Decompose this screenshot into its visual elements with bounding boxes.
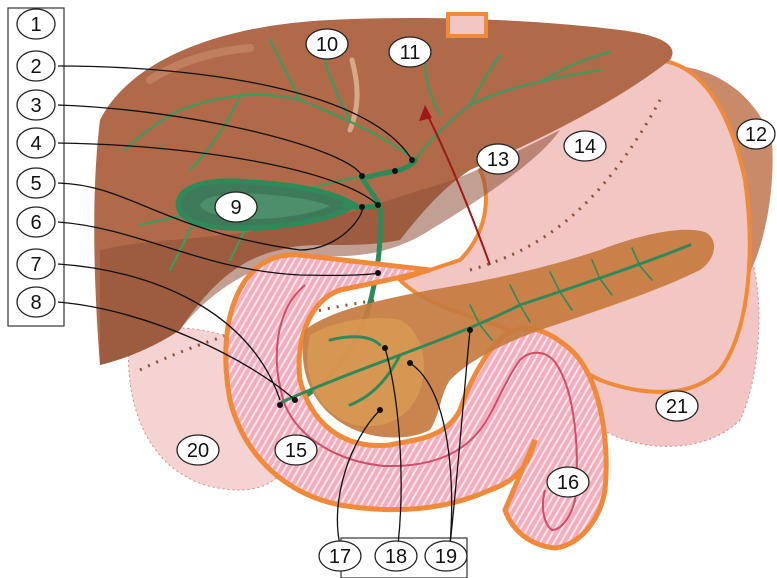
pancreas-head: [307, 318, 423, 426]
label-6: 6: [17, 207, 55, 237]
label-15: 15: [275, 435, 317, 465]
svg-text:7: 7: [30, 254, 41, 276]
svg-text:3: 3: [30, 95, 41, 117]
label-8: 8: [17, 287, 55, 317]
svg-text:10: 10: [316, 34, 338, 56]
label-17: 17: [319, 541, 361, 571]
label-3: 3: [17, 90, 55, 120]
svg-text:12: 12: [745, 124, 767, 146]
svg-text:15: 15: [285, 440, 307, 462]
svg-text:19: 19: [435, 546, 457, 568]
label-10: 10: [306, 29, 348, 59]
label-20: 20: [177, 435, 219, 465]
svg-text:6: 6: [30, 212, 41, 234]
svg-text:8: 8: [30, 292, 41, 314]
svg-text:16: 16: [557, 472, 579, 494]
svg-text:2: 2: [30, 56, 41, 78]
esophagus: [448, 14, 486, 36]
label-11: 11: [389, 37, 431, 67]
label-1: 1: [17, 9, 55, 39]
label-9: 9: [215, 192, 257, 222]
label-18: 18: [375, 541, 417, 571]
svg-text:1: 1: [30, 14, 41, 36]
label-12: 12: [737, 119, 775, 149]
svg-text:18: 18: [385, 546, 407, 568]
svg-text:9: 9: [230, 197, 241, 219]
svg-text:13: 13: [487, 149, 509, 171]
label-2: 2: [17, 51, 55, 81]
svg-text:11: 11: [400, 42, 421, 64]
svg-text:5: 5: [30, 173, 41, 195]
svg-text:20: 20: [187, 440, 209, 462]
label-14: 14: [564, 131, 606, 161]
label-21: 21: [656, 391, 698, 421]
label-13: 13: [477, 144, 519, 174]
svg-text:21: 21: [666, 396, 688, 418]
label-16: 16: [547, 467, 589, 497]
label-7: 7: [17, 249, 55, 279]
label-4: 4: [17, 128, 55, 158]
svg-text:4: 4: [30, 133, 41, 155]
svg-text:17: 17: [329, 546, 351, 568]
label-19: 19: [425, 541, 467, 571]
svg-text:14: 14: [574, 136, 596, 158]
label-5: 5: [17, 168, 55, 198]
